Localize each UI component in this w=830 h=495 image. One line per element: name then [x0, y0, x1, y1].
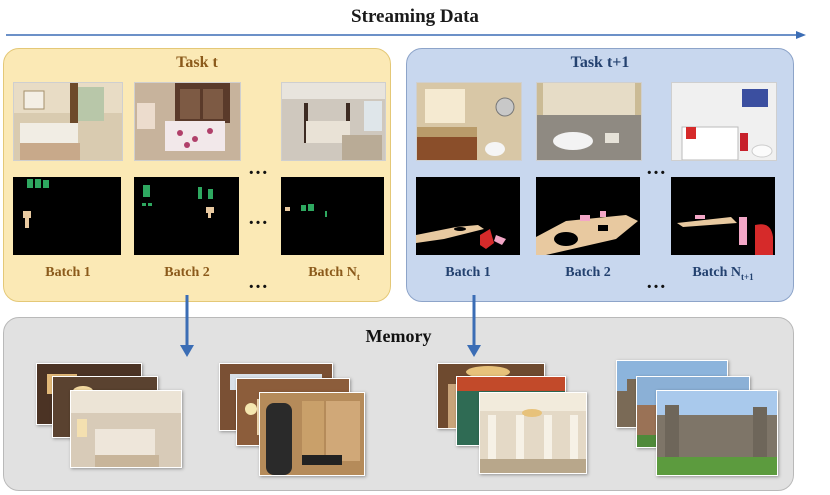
task-t1-ellipsis-bottom: … — [646, 271, 667, 293]
task-t-batchN-label-sub: t — [356, 271, 360, 282]
task-t1-batchN-label-sub: t+1 — [740, 271, 754, 282]
task-t-batch2-photo — [134, 82, 241, 161]
task-t-batch1-mask — [13, 177, 121, 255]
task-t-ellipsis-top: … — [248, 157, 269, 179]
memory-image — [479, 392, 587, 474]
task-t-title: Task t — [176, 54, 218, 71]
task-t1-batchN-mask — [671, 177, 775, 255]
task-t1-panel: Task t+1 … — [406, 48, 794, 302]
memory-image — [70, 390, 182, 468]
memory-image — [259, 392, 365, 476]
task-t1-batchN-photo — [671, 82, 777, 161]
task-t1-batch1-photo — [416, 82, 522, 161]
task-t-batch2-label: Batch 2 — [164, 265, 210, 280]
task-t1-ellipsis-top: … — [646, 157, 667, 179]
task-t-batchN-photo — [281, 82, 386, 161]
task-t-batchN-label: Batch Nt — [284, 265, 384, 282]
task-t1-batch2-photo — [536, 82, 642, 161]
task-t-batch1-photo — [13, 82, 123, 161]
task-t-batchN-label-main: Batch N — [308, 265, 357, 280]
task-t1-batch1-mask — [416, 177, 520, 255]
task-t1-batch1-label: Batch 1 — [445, 265, 491, 280]
task-t-ellipsis-mid: … — [248, 207, 269, 229]
task-t1-batchN-label-main: Batch N — [692, 265, 741, 280]
task-t1-batch2-mask — [536, 177, 640, 255]
task-t-panel: Task t — [3, 48, 391, 302]
task-t-batchN-mask — [281, 177, 384, 255]
task-t1-title: Task t+1 — [570, 54, 630, 71]
task-t1-to-memory-arrow — [467, 295, 481, 357]
streaming-data-title: Streaming Data — [351, 6, 479, 27]
task-t-to-memory-arrow — [180, 295, 194, 357]
memory-panel: Memory — [3, 317, 794, 491]
streaming-arrow — [6, 31, 806, 39]
task-t-ellipsis-bottom: … — [248, 271, 269, 293]
task-t1-batch2-label: Batch 2 — [565, 265, 611, 280]
memory-title: Memory — [365, 326, 432, 346]
task-t1-batchN-label: Batch Nt+1 — [673, 265, 773, 282]
task-t-batch2-mask — [134, 177, 239, 255]
task-t-batch1-label: Batch 1 — [45, 265, 91, 280]
memory-image — [656, 390, 778, 476]
